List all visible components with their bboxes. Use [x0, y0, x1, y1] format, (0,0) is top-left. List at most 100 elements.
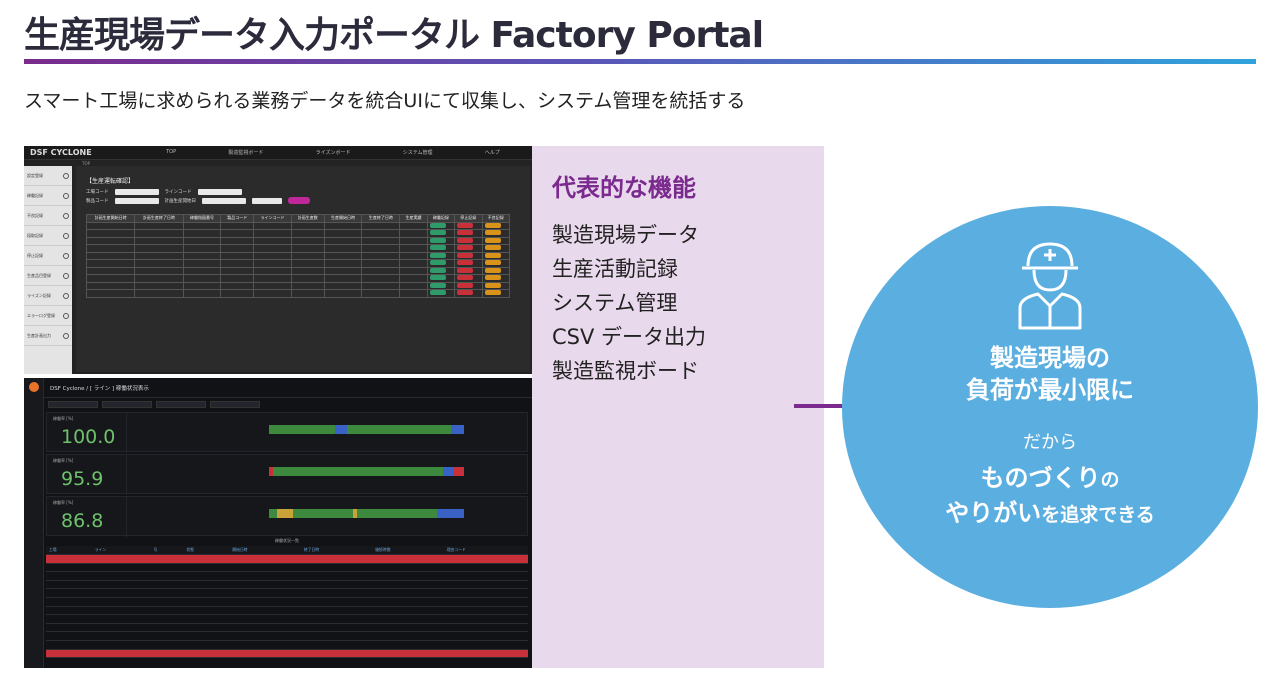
table-row [46, 588, 528, 599]
product-label: 製品コード [86, 198, 109, 204]
stat-value: 86.8 [61, 510, 104, 532]
sidebar-item[interactable]: 生産品目登録 [24, 266, 72, 286]
table-row [85, 281, 510, 290]
table-row [46, 614, 528, 624]
nav-item[interactable]: TOP [166, 149, 177, 155]
page-title: 生産現場データ入力ポータル Factory Portal [24, 15, 764, 56]
dashboard-title: DSF Cyclone / [ ライン ] 稼働状況表示 [44, 378, 532, 398]
status-table-title: 稼働状況一覧 [275, 538, 299, 543]
action-tag [429, 245, 446, 251]
portal-main: 【生産運転確認】 工場コード ラインコード 製品コード 計画生産開始日 計画生産… [76, 166, 530, 372]
action-tag [429, 222, 446, 228]
action-tag [429, 267, 446, 273]
breadcrumb: TOP [82, 161, 91, 166]
table-row [46, 623, 528, 633]
sidebar-item[interactable]: 段取記録 [24, 226, 72, 246]
stat-label: 稼働率 [%] [53, 458, 74, 463]
benefit-result-text: ものづくりの やりがいを追求できる [945, 464, 1155, 527]
table-row [85, 266, 510, 275]
nav-item[interactable]: 製造監視ボード [228, 150, 264, 156]
action-tag [457, 230, 474, 236]
plant-label: 工場コード [86, 190, 109, 195]
sidebar-item[interactable]: 稼働記録 [24, 186, 72, 206]
table-header: 稼働記録 [426, 214, 456, 223]
table-row [85, 244, 510, 253]
table-header: 生産実績 [399, 214, 428, 223]
table-row [46, 640, 528, 650]
table-row [46, 597, 528, 607]
plant-select[interactable] [114, 189, 159, 195]
action-tag [429, 282, 446, 288]
table-header: 生産開始日時 [323, 214, 363, 223]
sidebar-item[interactable]: 生産計画出力 [24, 326, 72, 346]
table-row [46, 649, 528, 659]
action-tag [484, 267, 501, 273]
page-subtitle: スマート工場に求められる業務データを統合UIにて収集し、システム管理を統括する [24, 90, 746, 112]
status-timeline-bar [269, 467, 464, 476]
table-row [85, 251, 510, 260]
table-row [85, 229, 510, 238]
section-heading: 【生産運転確認】 [86, 178, 135, 185]
action-tag [484, 237, 501, 243]
action-tag [457, 245, 474, 251]
sidebar-item[interactable]: 設定登録 [24, 166, 72, 186]
date-input-end[interactable] [252, 197, 282, 204]
table-header: 製品コード [220, 214, 255, 223]
table-header: 計画生産開始日時 [85, 214, 136, 223]
action-tag [457, 290, 474, 296]
portal-sidebar: 設定登録 稼働記録 不良記録 段取記録 停止記録 生産品目登録 ライズン記録 エ… [24, 166, 72, 374]
availability-panel: 稼働率 [%] 86.8 [46, 496, 528, 537]
nav-item[interactable]: システム管理 [402, 150, 433, 156]
line-select[interactable] [197, 189, 242, 195]
action-tag [457, 222, 474, 228]
date-label: 計画生産開始日 [164, 198, 197, 204]
product-input[interactable] [114, 197, 159, 204]
status-timeline-bar [269, 509, 464, 518]
feature-list: 製造現場データ 生産活動記録 システム管理 CSV データ出力 製造監視ボード [552, 218, 706, 388]
date-input[interactable] [202, 197, 246, 204]
plus-icon [63, 172, 69, 179]
sidebar-item[interactable]: 停止記録 [24, 246, 72, 266]
stat-label: 稼働率 [%] [53, 500, 74, 505]
title-underline [24, 59, 1256, 64]
table-row [46, 580, 528, 590]
table-row [46, 554, 528, 564]
action-tag [484, 282, 501, 288]
plus-icon [63, 212, 69, 219]
action-tag [457, 282, 474, 288]
feature-item: CSV データ出力 [552, 325, 707, 349]
table-row [85, 259, 510, 268]
feature-item: 製造現場データ [552, 223, 699, 247]
plus-icon [63, 332, 69, 339]
action-tag [429, 275, 446, 281]
table-row [46, 563, 528, 573]
plus-icon [63, 252, 69, 259]
action-tag [457, 260, 474, 266]
benefit-main-text: 製造現場の 負荷が最小限に [966, 344, 1134, 404]
action-tag [429, 290, 446, 296]
table-row [46, 631, 528, 642]
table-header: ラインコード [253, 214, 292, 223]
table-row [85, 274, 510, 283]
table-header: 停止記録 [454, 214, 483, 223]
action-tag [484, 290, 501, 296]
search-button[interactable] [288, 197, 310, 204]
action-tag [429, 230, 446, 236]
table-row [85, 236, 510, 245]
sidebar-item[interactable]: エラーログ登録 [24, 306, 72, 326]
benefit-connector: だから [1023, 432, 1077, 453]
feature-panel: 代表的な機能 製造現場データ 生産活動記録 システム管理 CSV データ出力 製… [532, 146, 824, 668]
table-header: 生産終了日時 [361, 214, 401, 223]
grafana-logo-icon [28, 382, 39, 392]
nav-item[interactable]: ライズンボード [315, 150, 351, 156]
action-tag [457, 275, 474, 281]
table-header: 稼働指図番号 [182, 214, 222, 223]
line-label: ラインコード [164, 190, 192, 195]
sidebar-item[interactable]: ライズン記録 [24, 286, 72, 306]
portal-logo: DSF CYCLONE [30, 148, 92, 157]
nav-item[interactable]: ヘルプ [484, 150, 500, 156]
table-header: 不良記録 [481, 214, 510, 223]
dashboard-filters[interactable] [48, 401, 528, 409]
action-tag [484, 245, 501, 251]
sidebar-item[interactable]: 不良記録 [24, 206, 72, 226]
